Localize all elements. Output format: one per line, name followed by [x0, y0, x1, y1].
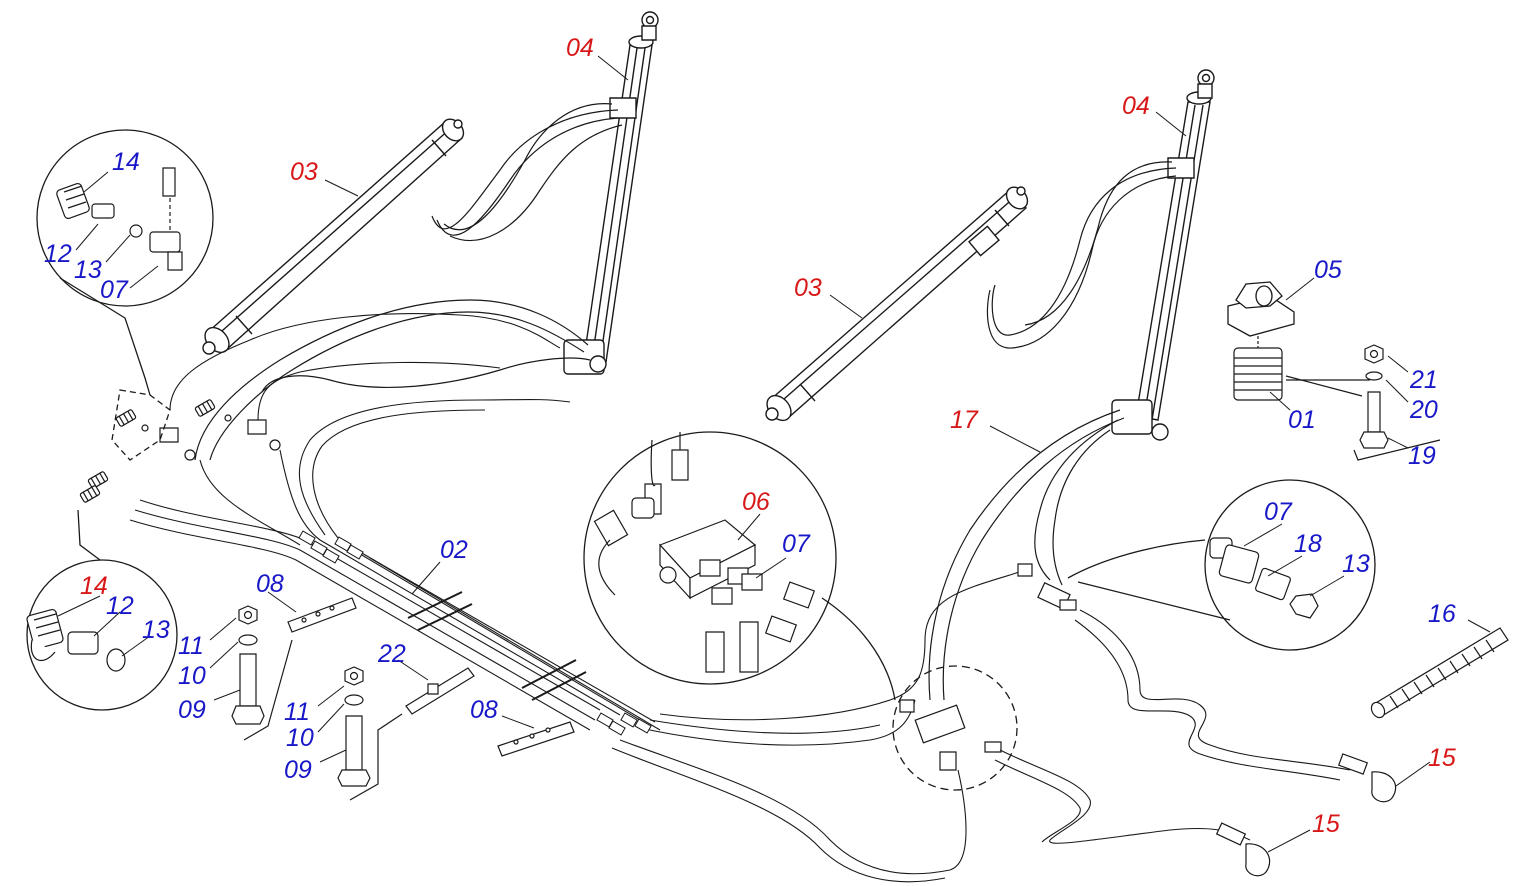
plate-08-left — [288, 598, 356, 632]
label-09: 09 — [178, 696, 206, 724]
label-03: 03 — [290, 158, 318, 186]
detail-14-top — [56, 168, 182, 270]
bracket-05 — [1228, 282, 1294, 336]
hose-bundle-02 — [130, 314, 1030, 882]
label-17: 17 — [950, 406, 979, 434]
center-valve-assembly — [900, 564, 1076, 770]
label-15: 15 — [1312, 810, 1340, 838]
label-08: 08 — [256, 570, 284, 598]
block-01 — [1234, 336, 1370, 400]
label-13: 13 — [74, 256, 102, 284]
cylinder-04-right — [1112, 70, 1214, 440]
label-20: 20 — [1409, 396, 1438, 424]
label-05: 05 — [1314, 256, 1342, 284]
bolt-09-10-11-left — [232, 605, 292, 740]
cylinder-03-left — [200, 115, 468, 357]
cylinder-04-left — [564, 12, 658, 374]
detail-06-valve — [594, 432, 814, 672]
detail-circle-center — [584, 432, 1017, 790]
label-11: 11 — [284, 698, 310, 726]
plate-08-right — [498, 722, 574, 756]
label-03: 03 — [794, 274, 822, 302]
label-04: 04 — [1122, 92, 1150, 120]
cylinder-04-right-hoses — [929, 162, 1176, 700]
cylinder-03-right — [762, 183, 1032, 425]
label-07: 07 — [100, 276, 129, 304]
label-21: 21 — [1409, 366, 1438, 394]
detail-07-18-13-right — [1210, 538, 1318, 618]
label-13: 13 — [142, 616, 170, 644]
label-01: 01 — [1288, 406, 1316, 434]
bolt-19-20-21 — [1354, 344, 1440, 460]
bundle-break-marks — [408, 592, 586, 700]
detail-circle-top-left — [37, 130, 213, 460]
leader-lines — [58, 56, 1490, 852]
detail-circle-bottom-left — [27, 510, 177, 710]
label-02: 02 — [440, 536, 468, 564]
label-15: 15 — [1428, 744, 1456, 772]
label-12: 12 — [44, 240, 72, 268]
label-14: 14 — [80, 572, 108, 600]
part-number-labels: 04 03 14 12 13 07 04 03 05 21 20 01 19 1… — [44, 34, 1456, 838]
label-16: 16 — [1428, 600, 1456, 628]
quick-couplers-15 — [1217, 754, 1396, 876]
label-14: 14 — [112, 148, 140, 176]
detail-circle-right — [1068, 480, 1375, 650]
spiral-guard-16 — [1369, 628, 1508, 720]
plate-22 — [406, 668, 474, 714]
right-hoses — [995, 610, 1350, 843]
label-12: 12 — [106, 592, 134, 620]
label-04: 04 — [566, 34, 594, 62]
label-10: 10 — [286, 724, 314, 752]
label-10: 10 — [178, 662, 206, 690]
bolt-09-10-11-right — [338, 666, 402, 800]
detail-14-bottom — [26, 609, 125, 671]
hose-bundle-02-couplers — [299, 531, 651, 735]
label-13: 13 — [1342, 550, 1370, 578]
cylinder-04-left-hoses — [195, 104, 622, 460]
label-19: 19 — [1408, 442, 1436, 470]
label-08: 08 — [470, 696, 498, 724]
label-07: 07 — [782, 530, 811, 558]
left-coupler-cluster — [79, 398, 280, 504]
label-22: 22 — [377, 640, 406, 668]
label-09: 09 — [284, 756, 312, 784]
label-06: 06 — [742, 488, 770, 516]
label-11: 11 — [178, 632, 204, 660]
label-18: 18 — [1294, 530, 1322, 558]
label-07: 07 — [1264, 498, 1293, 526]
